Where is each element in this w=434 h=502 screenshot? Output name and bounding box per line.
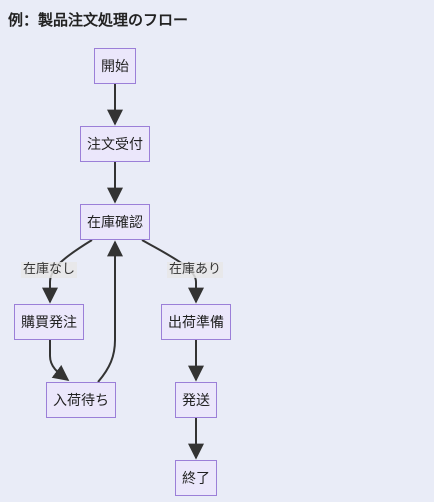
edge-label-no-stock: 在庫なし xyxy=(21,262,78,278)
node-ship: 発送 xyxy=(175,382,217,418)
node-await-arrival: 入荷待ち xyxy=(46,382,116,418)
node-order-received: 注文受付 xyxy=(80,126,150,162)
edge-await-to-stockcheck xyxy=(97,240,123,383)
node-end: 終了 xyxy=(175,460,217,496)
diagram-title: 例：製品注文処理のフロー xyxy=(8,11,189,29)
node-stock-check: 在庫確認 xyxy=(80,204,150,240)
node-purchase-order: 購買発注 xyxy=(14,304,84,340)
edge-purchase-to-await xyxy=(49,340,70,381)
edge-label-in-stock: 在庫あり xyxy=(167,262,224,278)
node-ship-prep: 出荷準備 xyxy=(161,304,231,340)
node-start: 開始 xyxy=(94,48,136,84)
